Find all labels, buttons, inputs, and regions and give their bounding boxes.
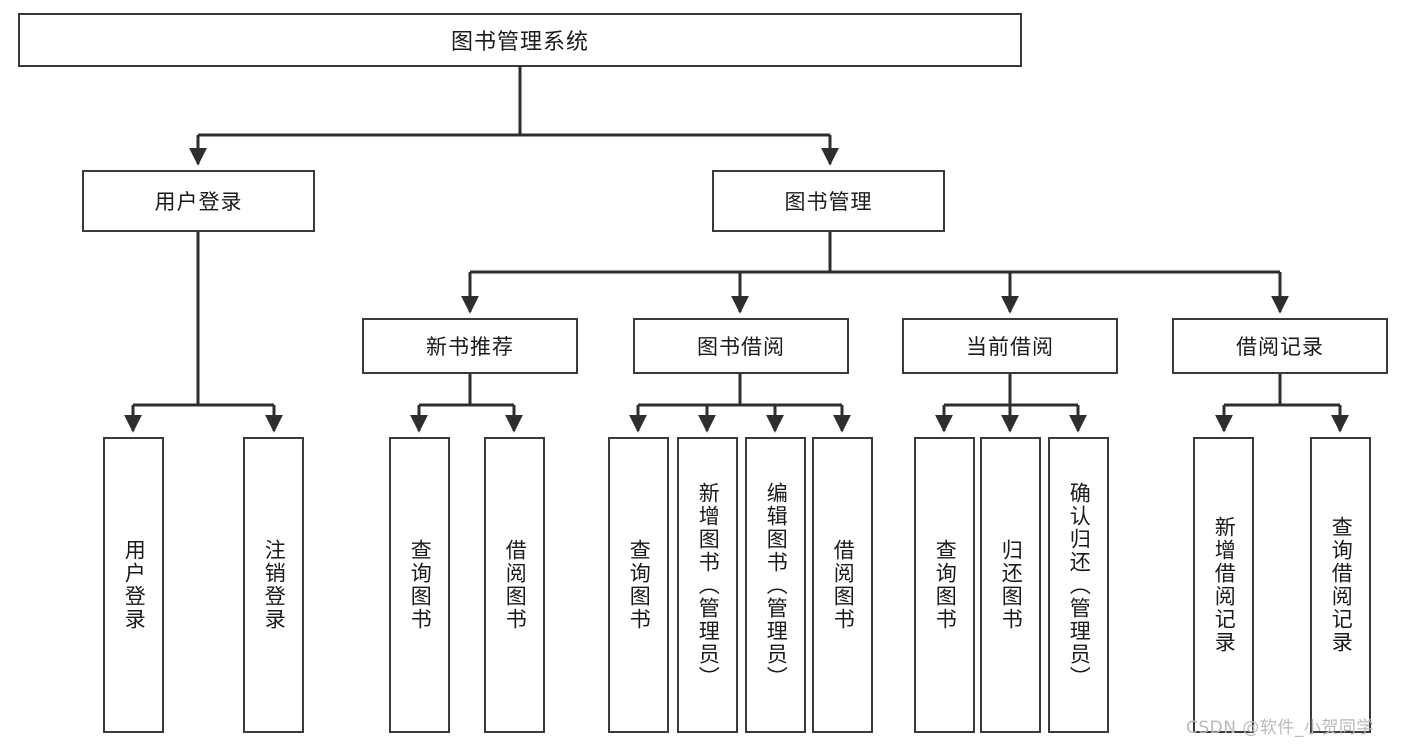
node-label: 用户登录 <box>154 190 243 214</box>
node-leaf-query-book-1[interactable]: 查询图书 <box>389 437 450 733</box>
node-leaf-edit-book[interactable]: 编辑图书（管理员） <box>745 437 806 733</box>
node-label: 归还图书 <box>999 539 1024 631</box>
node-label: 查询图书 <box>408 539 433 631</box>
node-user-login[interactable]: 用户登录 <box>82 170 315 232</box>
csdn-watermark: CSDN @软件_小贺同学 <box>1186 718 1374 738</box>
node-label: 编辑图书（管理员） <box>764 481 789 689</box>
node-label: 用户登录 <box>122 539 147 631</box>
node-leaf-query-book-3[interactable]: 查询图书 <box>914 437 975 733</box>
node-label: 图书借阅 <box>697 335 785 359</box>
node-current-borrow[interactable]: 当前借阅 <box>902 318 1118 374</box>
node-label: 注销登录 <box>262 539 287 631</box>
node-leaf-borrow-book-1[interactable]: 借阅图书 <box>484 437 545 733</box>
node-leaf-confirm-return[interactable]: 确认归还（管理员） <box>1048 437 1109 733</box>
node-leaf-user-login[interactable]: 用户登录 <box>103 437 164 733</box>
node-book-borrow[interactable]: 图书借阅 <box>633 318 849 374</box>
node-label: 图书管理系统 <box>450 30 589 55</box>
node-label: 查询借阅记录 <box>1329 516 1354 654</box>
node-leaf-borrow-book-2[interactable]: 借阅图书 <box>812 437 873 733</box>
node-book-manage[interactable]: 图书管理 <box>712 170 945 232</box>
node-new-book-recommend[interactable]: 新书推荐 <box>362 318 578 374</box>
node-root-system[interactable]: 图书管理系统 <box>18 13 1022 67</box>
node-label: 确认归还（管理员） <box>1067 481 1092 689</box>
node-leaf-query-book-2[interactable]: 查询图书 <box>608 437 669 733</box>
node-leaf-add-book[interactable]: 新增图书（管理员） <box>677 437 738 733</box>
node-label: 图书管理 <box>784 190 873 214</box>
node-label: 借阅记录 <box>1236 335 1324 359</box>
node-label: 新书推荐 <box>426 335 514 359</box>
node-label: 查询图书 <box>933 539 958 631</box>
node-label: 借阅图书 <box>831 539 856 631</box>
node-label: 借阅图书 <box>503 539 528 631</box>
node-leaf-logout[interactable]: 注销登录 <box>243 437 304 733</box>
node-label: 新增借阅记录 <box>1212 516 1237 654</box>
node-label: 新增图书（管理员） <box>696 481 721 689</box>
node-borrow-record[interactable]: 借阅记录 <box>1172 318 1388 374</box>
node-leaf-query-record[interactable]: 查询借阅记录 <box>1310 437 1371 733</box>
node-leaf-return-book[interactable]: 归还图书 <box>980 437 1041 733</box>
node-label: 查询图书 <box>627 539 652 631</box>
node-label: 当前借阅 <box>966 335 1054 359</box>
node-leaf-add-record[interactable]: 新增借阅记录 <box>1193 437 1254 733</box>
